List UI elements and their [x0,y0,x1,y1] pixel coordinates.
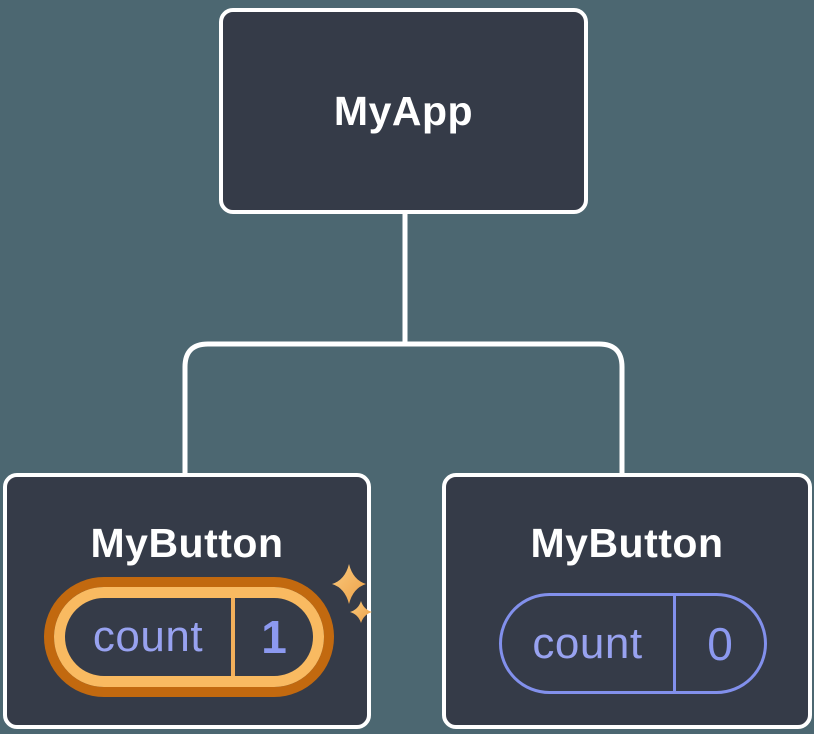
node-label: MyApp [333,87,474,134]
node-myapp: MyApp [219,8,588,214]
state-key-cell: count [502,596,673,691]
state-value: 1 [261,611,287,663]
node-mybutton-left: MyButton count 1 [3,473,372,729]
state-key-cell: count [65,598,231,676]
node-label: MyButton [90,520,284,566]
state-pill-highlighted: count 1 [54,587,324,687]
pill-divider [673,596,676,691]
node-mybutton-right: MyButton count 0 [442,473,812,729]
state-value: 0 [707,617,733,670]
state-pill: count 0 [499,593,767,694]
connector-branch [182,341,625,475]
sparkle-icon [332,564,372,623]
state-key-label: count [92,612,204,661]
node-label: MyButton [530,520,724,566]
pill-divider [231,598,235,676]
state-value-cell: 0 [676,596,764,691]
state-key-label: count [532,618,643,668]
state-value-cell: 1 [235,598,313,676]
